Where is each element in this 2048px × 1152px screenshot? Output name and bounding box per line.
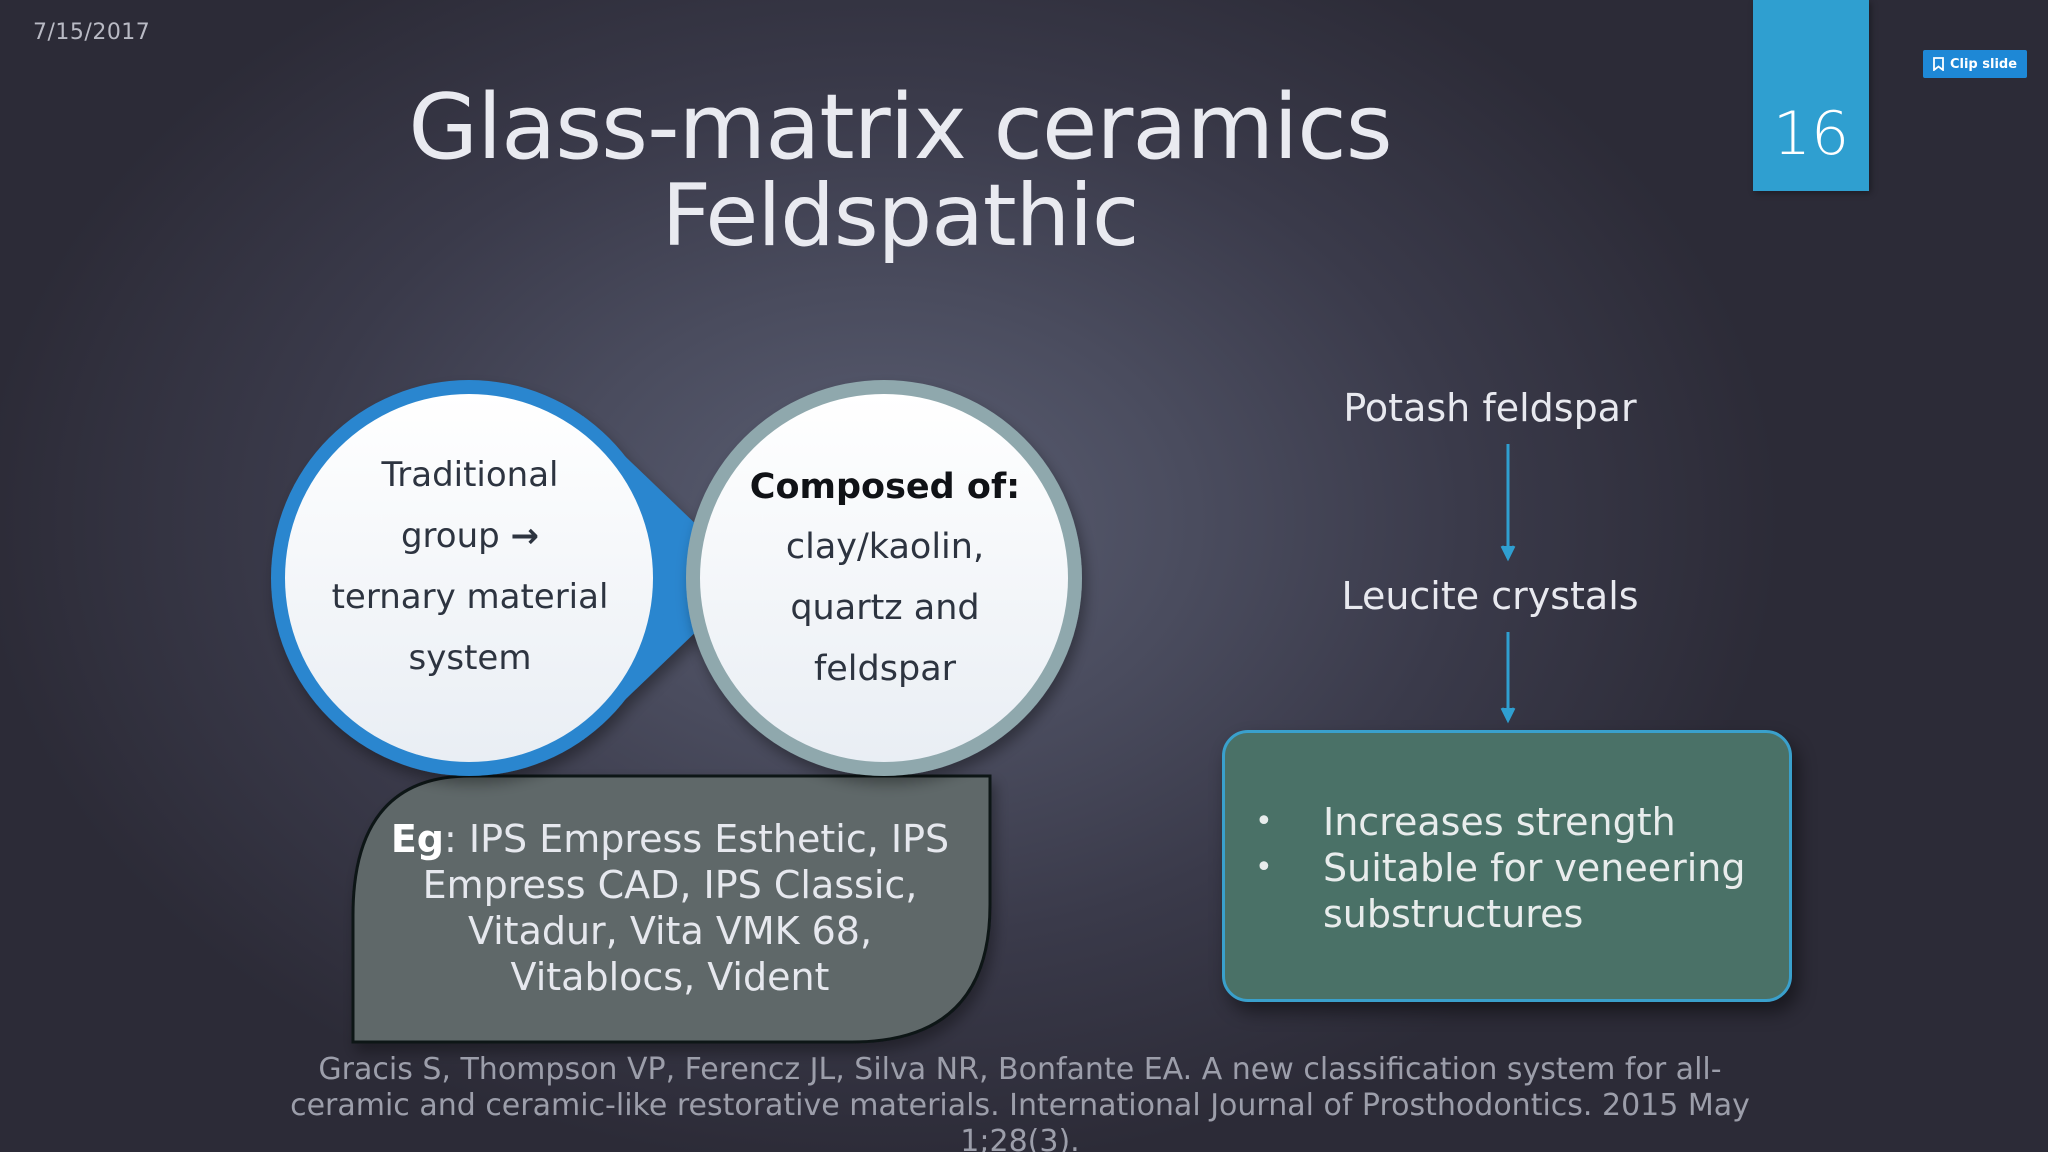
left-circle-line-1: Traditional (381, 455, 559, 495)
slide-date: 7/15/2017 (33, 20, 151, 45)
left-circle-text: Traditional group → ternary material sys… (320, 445, 620, 689)
list-item: • Increases strength (1251, 799, 1771, 845)
clip-slide-label: Clip slide (1949, 56, 2018, 72)
list-item-text: Suitable for veneering substructures (1323, 846, 1746, 936)
left-circle-line-4: system (408, 638, 532, 678)
flow-label-potash-feldspar: Potash feldspar (1343, 386, 1637, 430)
bullet-icon: • (1255, 804, 1273, 839)
example-box-shape (351, 774, 992, 1044)
slide-title: Glass-matrix ceramics (408, 75, 1392, 180)
composed-line-1: clay/kaolin, (785, 527, 985, 567)
arrow-right-icon: → (510, 516, 540, 556)
flow-label-leucite-crystals: Leucite crystals (1341, 574, 1639, 618)
bullet-icon: • (1255, 850, 1273, 885)
list-item: • Suitable for veneering substructures (1251, 845, 1771, 937)
flow-arrow-2 (1500, 632, 1516, 724)
list-item-text: Increases strength (1323, 800, 1676, 844)
right-circle (686, 380, 1082, 776)
left-circle-line-2-text: group (400, 516, 511, 556)
composed-line-2: quartz and (790, 588, 980, 628)
example-text: Eg: IPS Empress Esthetic, IPS Empress CA… (390, 816, 950, 1000)
composed-heading: Composed of: (749, 467, 1021, 507)
clip-icon (1933, 57, 1944, 71)
example-label: Eg (390, 817, 445, 861)
left-circle-line-3: ternary material (331, 577, 609, 617)
slide-number-badge: 16 (1753, 0, 1869, 191)
slide-number: 16 (1772, 99, 1850, 169)
composed-line-3: feldspar (813, 649, 957, 689)
properties-list: • Increases strength • Suitable for veneer… (1251, 799, 1771, 937)
clip-slide-button[interactable]: Clip slide (1923, 50, 2027, 78)
citation: Gracis S, Thompson VP, Ferencz JL, Silva… (290, 1052, 1750, 1152)
example-list: : IPS Empress Esthetic, IPS Empress CAD,… (422, 817, 950, 999)
properties-box: • Increases strength • Suitable for veneer… (1222, 730, 1792, 1002)
slide-subtitle: Feldspathic (661, 166, 1140, 266)
flow-arrow-1 (1500, 444, 1516, 562)
left-circle (271, 380, 752, 776)
right-circle-text: Composed of: clay/kaolin, quartz and fel… (735, 457, 1035, 700)
left-circle-line-2: group → (320, 506, 620, 567)
